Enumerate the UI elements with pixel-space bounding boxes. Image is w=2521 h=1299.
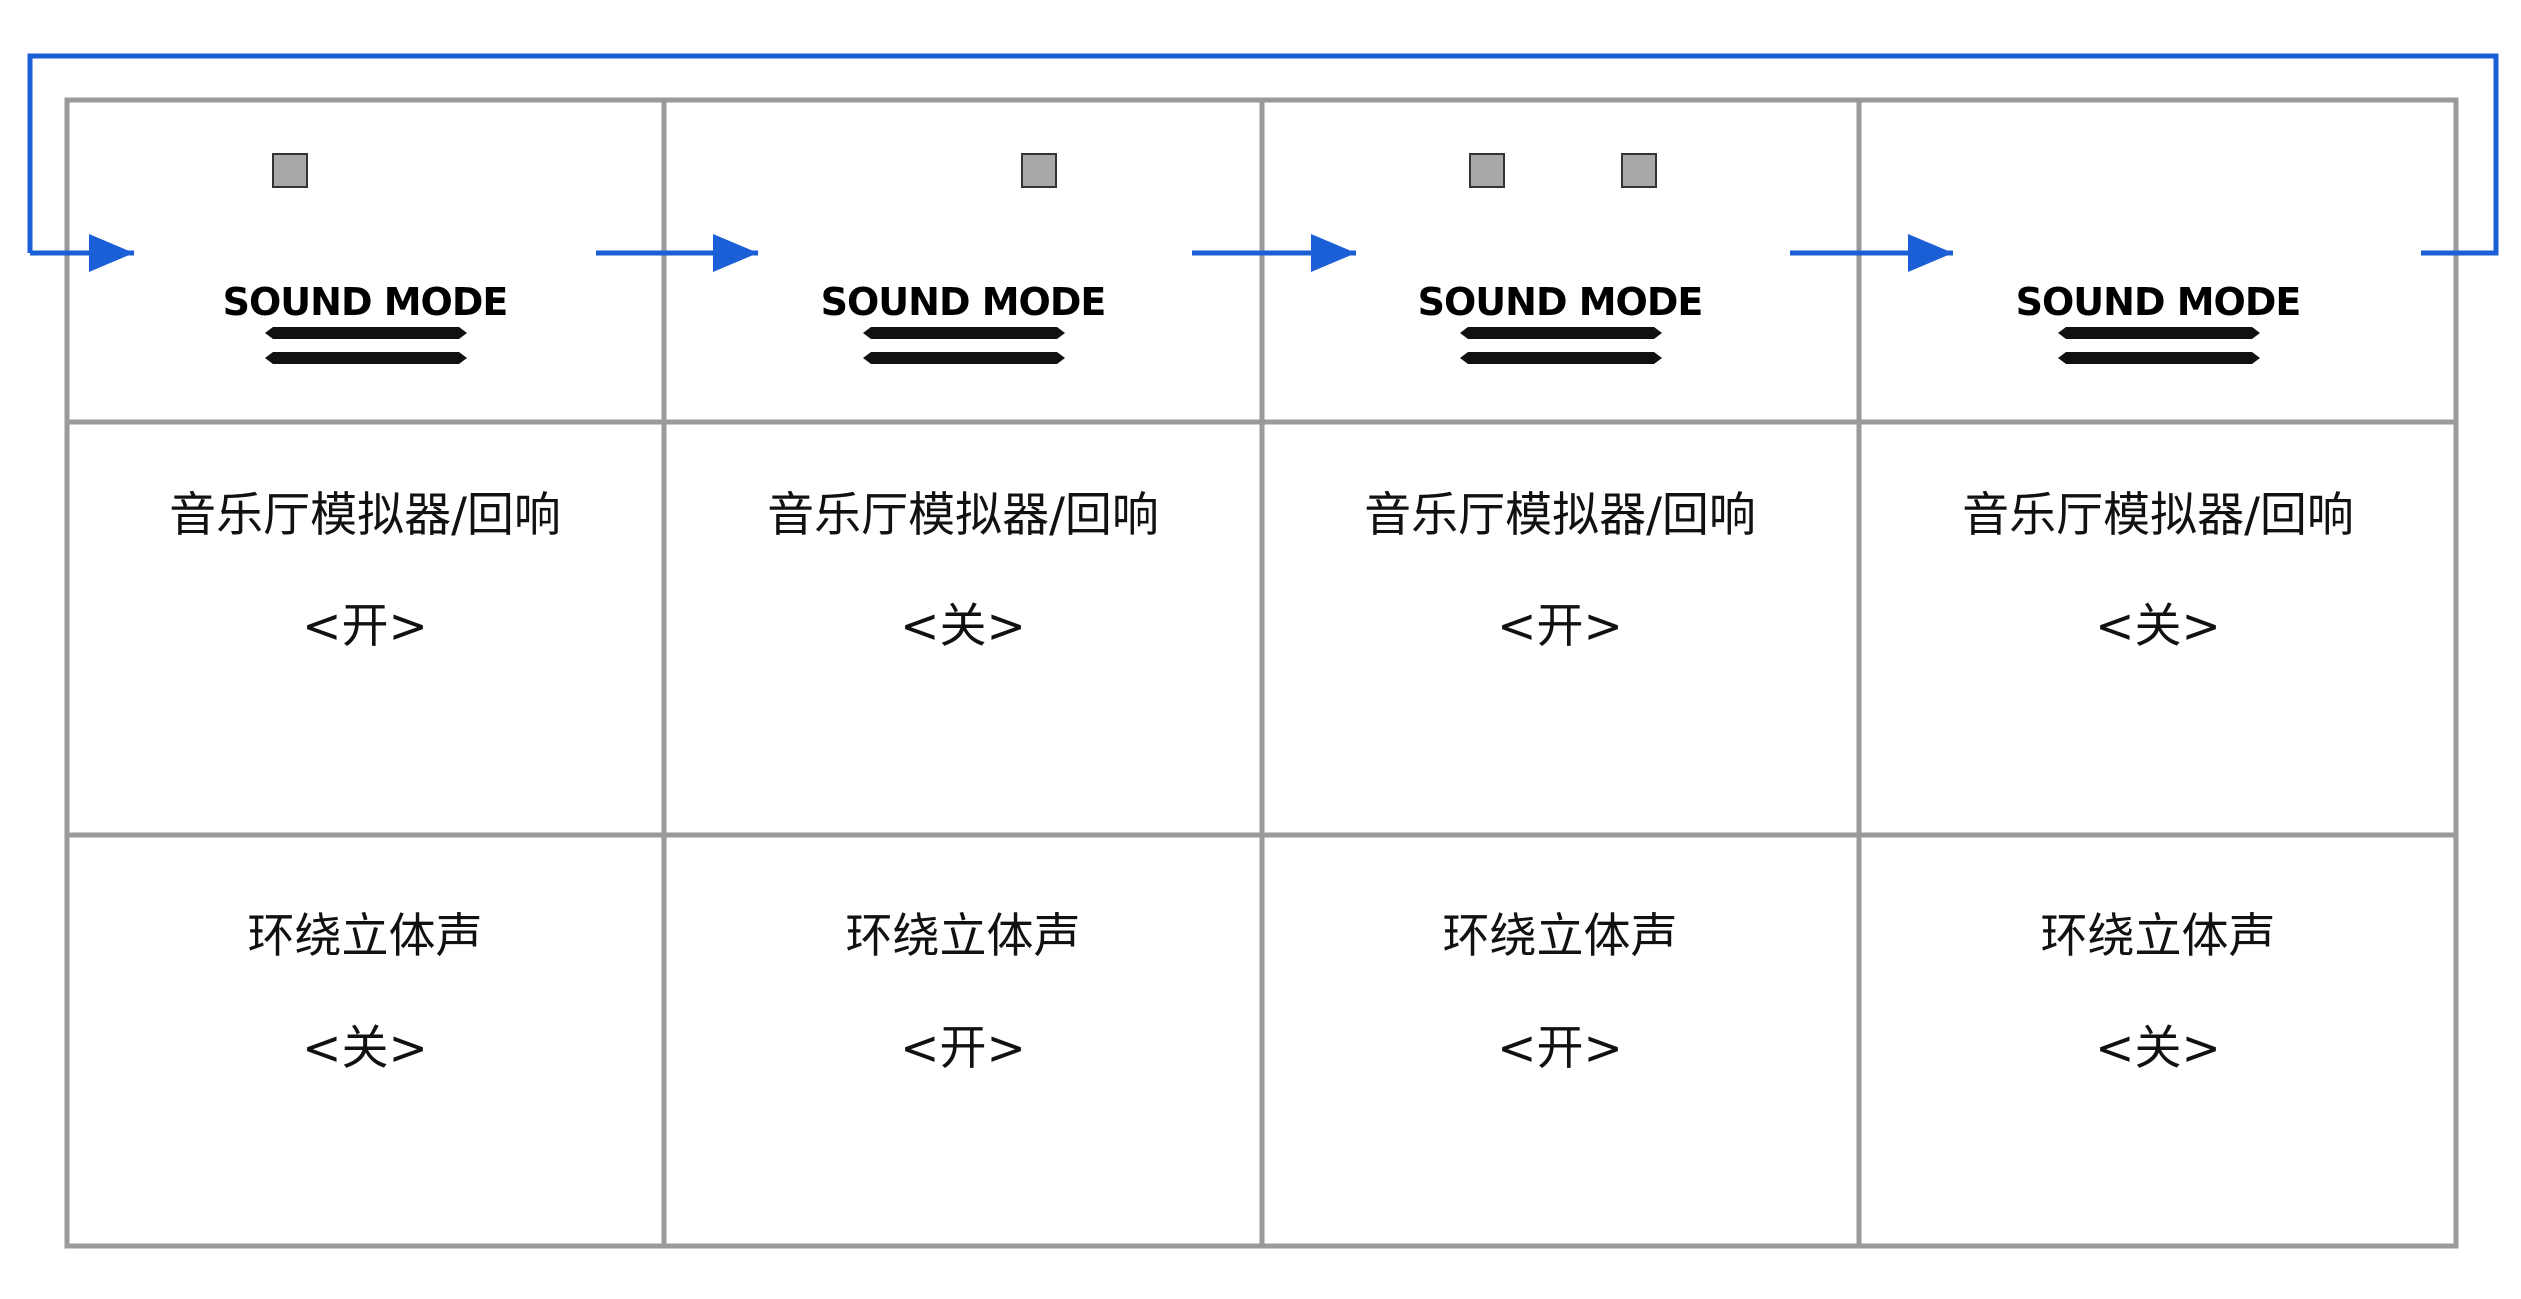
effect-1-state: <关> bbox=[900, 599, 1026, 654]
underline-bar bbox=[863, 352, 1065, 364]
effect-1-name: 音乐厅模拟器/回响 bbox=[767, 488, 1159, 543]
effect-1-name: 音乐厅模拟器/回响 bbox=[1962, 488, 2354, 543]
underline-bar bbox=[265, 327, 467, 339]
arrowhead-icon bbox=[1311, 234, 1356, 272]
indicator-light-left bbox=[272, 153, 308, 188]
effect-1-name: 音乐厅模拟器/回响 bbox=[1364, 488, 1756, 543]
indicator-light-right bbox=[1621, 153, 1657, 188]
effect-2-name: 环绕立体声 bbox=[845, 909, 1081, 964]
sound-mode-label: SOUND MODE bbox=[820, 280, 1107, 324]
underline-bar bbox=[1460, 327, 1662, 339]
sound-mode-label: SOUND MODE bbox=[1417, 280, 1704, 324]
sound-mode-label: SOUND MODE bbox=[222, 280, 509, 324]
effect-2-state: <开> bbox=[1497, 1021, 1623, 1076]
effect-2-state: <关> bbox=[2095, 1021, 2221, 1076]
underline-bar bbox=[2058, 352, 2260, 364]
effect-2-name: 环绕立体声 bbox=[2040, 909, 2276, 964]
sound-mode-label: SOUND MODE bbox=[2015, 280, 2302, 324]
effect-2-name: 环绕立体声 bbox=[247, 909, 483, 964]
underline-bar bbox=[863, 327, 1065, 339]
effect-1-state: <开> bbox=[1497, 599, 1623, 654]
effect-1-name: 音乐厅模拟器/回响 bbox=[169, 488, 561, 543]
indicator-light-right bbox=[1021, 153, 1057, 188]
effect-1-state: <开> bbox=[302, 599, 428, 654]
effect-2-name: 环绕立体声 bbox=[1442, 909, 1678, 964]
underline-bar bbox=[1460, 352, 1662, 364]
cycle-flow bbox=[27, 53, 2499, 272]
underline-bar bbox=[265, 352, 467, 364]
indicator-light-left bbox=[1469, 153, 1505, 188]
arrowhead-icon bbox=[89, 234, 134, 272]
table-grid bbox=[64, 97, 2459, 1249]
effect-2-state: <关> bbox=[302, 1021, 428, 1076]
arrowhead-icon bbox=[713, 234, 758, 272]
sound-mode-bars bbox=[265, 327, 2260, 364]
arrowhead-icon bbox=[1908, 234, 1953, 272]
underline-bar bbox=[2058, 327, 2260, 339]
loop-back-line bbox=[27, 53, 2499, 256]
indicators bbox=[272, 153, 1657, 188]
effect-2-state: <开> bbox=[900, 1021, 1026, 1076]
effect-1-state: <关> bbox=[2095, 599, 2221, 654]
